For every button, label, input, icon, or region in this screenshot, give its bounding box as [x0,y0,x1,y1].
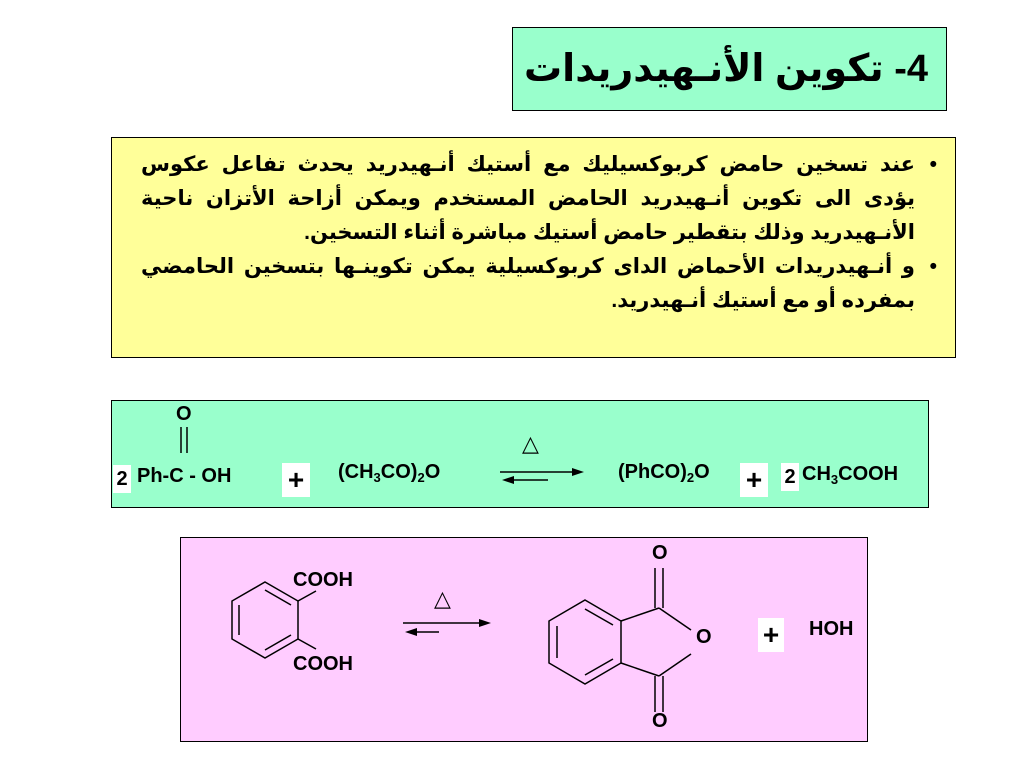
heat-icon: △ [522,431,539,456]
reaction-2-box: COOH COOH △ O O O + HOH [180,537,868,742]
reactant-acetic-anhydride: (CH3CO)2O [338,461,441,485]
heat-icon: △ [434,586,451,611]
coefficient-right: 2 [781,463,799,491]
bullet-text: و أنـهيدريدات الأحماض الداى كربوكسيلية ي… [141,255,915,312]
bullet-list: • عند تسخين حامض كربوكسيليك مع أستيك أنـ… [141,148,941,318]
carbonyl-oxygen-top: O [652,542,668,564]
text-box: • عند تسخين حامض كربوكسيليك مع أستيك أنـ… [111,137,956,358]
slide-title: 4- تكوين الأنـهيدريدات [524,48,928,90]
double-bond-icon [180,427,188,453]
equilibrium-arrow-icon [500,468,584,484]
carbonyl-oxygen-label: O [176,403,192,425]
coefficient-left: 2 [113,465,131,493]
carboxyl-group-top: COOH [293,569,353,591]
plus-sign: + [758,618,784,652]
bullet-icon: • [929,153,937,176]
carboxyl-group-bottom: COOH [293,653,353,675]
ring-oxygen: O [696,626,712,648]
plus-sign: + [282,463,310,497]
title-box: 4- تكوين الأنـهيدريدات [512,27,947,111]
product-water: HOH [809,618,854,640]
product-benzoic-anhydride: (PhCO)2O [618,461,710,485]
reaction-1-box: O 2 Ph-C - OH + (CH3CO)2O △ (PhCO)2O + 2… [111,400,929,508]
carbonyl-oxygen-bottom: O [652,710,668,732]
reactant-benzoic-acid: Ph-C - OH [137,465,232,487]
phthalic-acid-structure-icon [231,568,692,712]
plus-sign: + [740,463,768,497]
bullet-item: • و أنـهيدريدات الأحماض الداى كربوكسيلية… [141,250,941,318]
bullet-text: عند تسخين حامض كربوكسيليك مع أستيك أنـهي… [141,153,915,244]
bullet-icon: • [929,255,937,278]
product-acetic-acid: CH3COOH [802,463,899,487]
bullet-item: • عند تسخين حامض كربوكسيليك مع أستيك أنـ… [141,148,941,250]
